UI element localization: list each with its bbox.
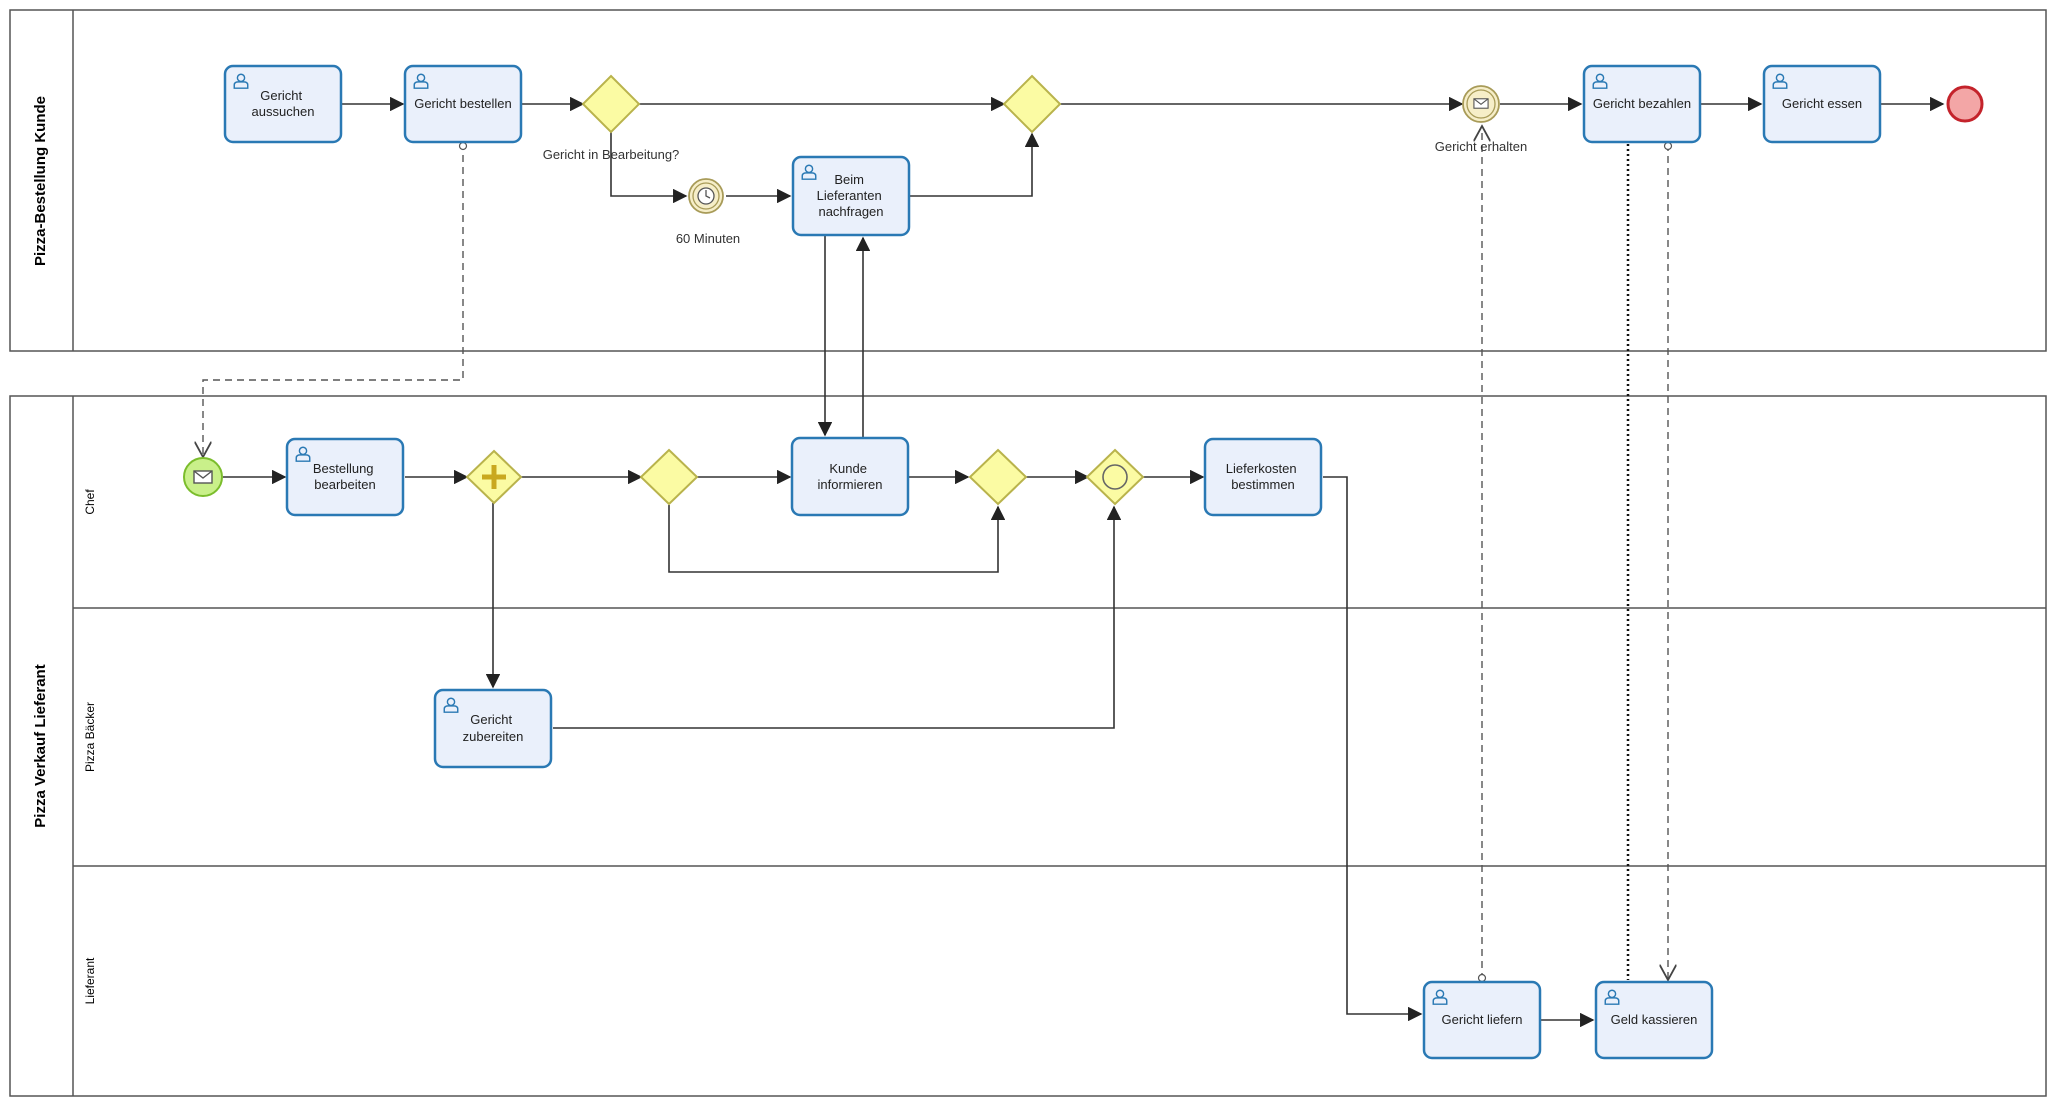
flow-exclusive-bypass (668, 505, 1006, 573)
message-flows (203, 126, 1673, 983)
task-kunde-informieren[interactable]: Kunde informieren (790, 436, 910, 517)
pool-customer: Pizza-Bestellung Kunde (9, 9, 2047, 352)
flow-nachfragen-to-merge (910, 132, 1040, 197)
svg-text:Kunde informieren: Kunde informieren (817, 461, 882, 492)
task-geld-kassieren[interactable]: Geld kassieren (1594, 980, 1714, 1060)
end-event[interactable] (1946, 85, 1984, 123)
task-beim-lieferanten-nachfragen[interactable]: Beim Lieferanten nachfragen (791, 155, 911, 237)
task-label-line: Geld kassieren (1611, 1012, 1698, 1027)
task-label-line: Lieferanten (817, 188, 882, 203)
exclusive-gateway-order-status[interactable] (581, 74, 641, 134)
timer-label: 60 Minuten (676, 231, 740, 246)
svg-text:Gericht aussuchen: Gericht aussuchen (252, 88, 315, 119)
message-source-marker (458, 141, 468, 151)
task-lieferkosten-bestimmen[interactable]: Lieferkosten bestimmen (1203, 437, 1323, 517)
task-label-line: nachfragen (818, 204, 883, 219)
gateways (465, 74, 1145, 506)
task-label-line: bearbeiten (314, 477, 375, 492)
task-gericht-liefern[interactable]: Gericht liefern (1422, 980, 1542, 1060)
svg-text:Bestellung bearbeiten: Bestellung bearbeiten (313, 461, 377, 492)
task-gericht-bezahlen[interactable]: Gericht bezahlen (1582, 64, 1702, 144)
svg-text:Gericht bezahlen: Gericht bezahlen (1593, 96, 1691, 111)
exclusive-gateway-merge-customer[interactable] (1002, 74, 1062, 134)
pool-supplier-label: Pizza Verkauf Lieferant (32, 664, 49, 827)
task-bestellung-bearbeiten[interactable]: Bestellung bearbeiten (285, 437, 405, 517)
svg-text:Lieferkosten bestimmen: Lieferkosten bestimmen (1226, 461, 1300, 492)
svg-text:Gericht essen: Gericht essen (1782, 96, 1862, 111)
task-label-line: Kunde (829, 461, 867, 476)
event-gateway-sync[interactable] (1085, 448, 1145, 506)
sequence-flows (223, 96, 1945, 1028)
exclusive-gateway-inform[interactable] (639, 448, 699, 506)
task-label-line: informieren (817, 477, 882, 492)
task-label-line: Bestellung (313, 461, 374, 476)
task-label-line: Lieferkosten (1226, 461, 1297, 476)
task-label-line: Gericht bestellen (414, 96, 512, 111)
task-label-line: Gericht liefern (1442, 1012, 1523, 1027)
envelope-icon (1473, 98, 1489, 109)
tasks: Gericht aussuchen Gericht bestellen Beim… (223, 64, 1882, 1060)
pool-customer-label: Pizza-Bestellung Kunde (32, 96, 49, 266)
parallel-gateway-split[interactable] (465, 449, 523, 505)
task-label-line: Gericht (260, 88, 302, 103)
message-order-to-start (203, 143, 464, 457)
svg-text:Geld kassieren: Geld kassieren (1611, 1012, 1698, 1027)
task-label-line: Gericht essen (1782, 96, 1862, 111)
svg-text:Beim Lieferanten: Beim Lieferanten nachfragen (817, 172, 886, 219)
message-event-gericht-erhalten[interactable] (1462, 85, 1500, 123)
task-label-line: zubereiten (463, 729, 524, 744)
lane-label-baker: Pizza Bäcker (83, 702, 97, 772)
lane-label-chef: Chef (83, 489, 97, 515)
task-label-line: Gericht bezahlen (1593, 96, 1691, 111)
circle-icon (1102, 464, 1128, 490)
events (183, 85, 1984, 497)
clock-icon (697, 187, 715, 205)
gateway-question-label: Gericht in Bearbeitung? (543, 147, 680, 162)
event-labels: Gericht in Bearbeitung? 60 Minuten Geric… (543, 139, 1528, 246)
svg-text:Gericht zubereiten: Gericht zubereiten (463, 712, 524, 744)
flow-gateway-to-timer (610, 132, 688, 204)
envelope-icon (193, 470, 213, 484)
task-label-line: Gericht (470, 712, 512, 727)
task-label-line: bestimmen (1231, 477, 1295, 492)
timer-event-60-minuten[interactable] (688, 178, 724, 214)
message-source-marker (1477, 973, 1487, 983)
flow-lieferkosten-to-liefern (1323, 476, 1423, 1022)
exclusive-gateway-merge-chef[interactable] (968, 448, 1028, 506)
start-message-event[interactable] (183, 457, 223, 497)
message-received-label: Gericht erhalten (1435, 139, 1528, 154)
task-gericht-bestellen[interactable]: Gericht bestellen (403, 64, 523, 144)
svg-text:Gericht bestellen: Gericht bestellen (414, 96, 512, 111)
plus-icon (482, 465, 506, 489)
task-label-line: aussuchen (252, 104, 315, 119)
flow-zubereiten-to-sync (553, 505, 1122, 729)
task-gericht-aussuchen[interactable]: Gericht aussuchen (223, 64, 343, 144)
task-gericht-zubereiten[interactable]: Gericht zubereiten (433, 688, 553, 769)
svg-text:Gericht liefern: Gericht liefern (1442, 1012, 1523, 1027)
message-source-marker (1663, 141, 1673, 151)
lane-label-delivery: Lieferant (83, 957, 97, 1004)
task-label-line: Beim (834, 172, 864, 187)
task-gericht-essen[interactable]: Gericht essen (1762, 64, 1882, 144)
